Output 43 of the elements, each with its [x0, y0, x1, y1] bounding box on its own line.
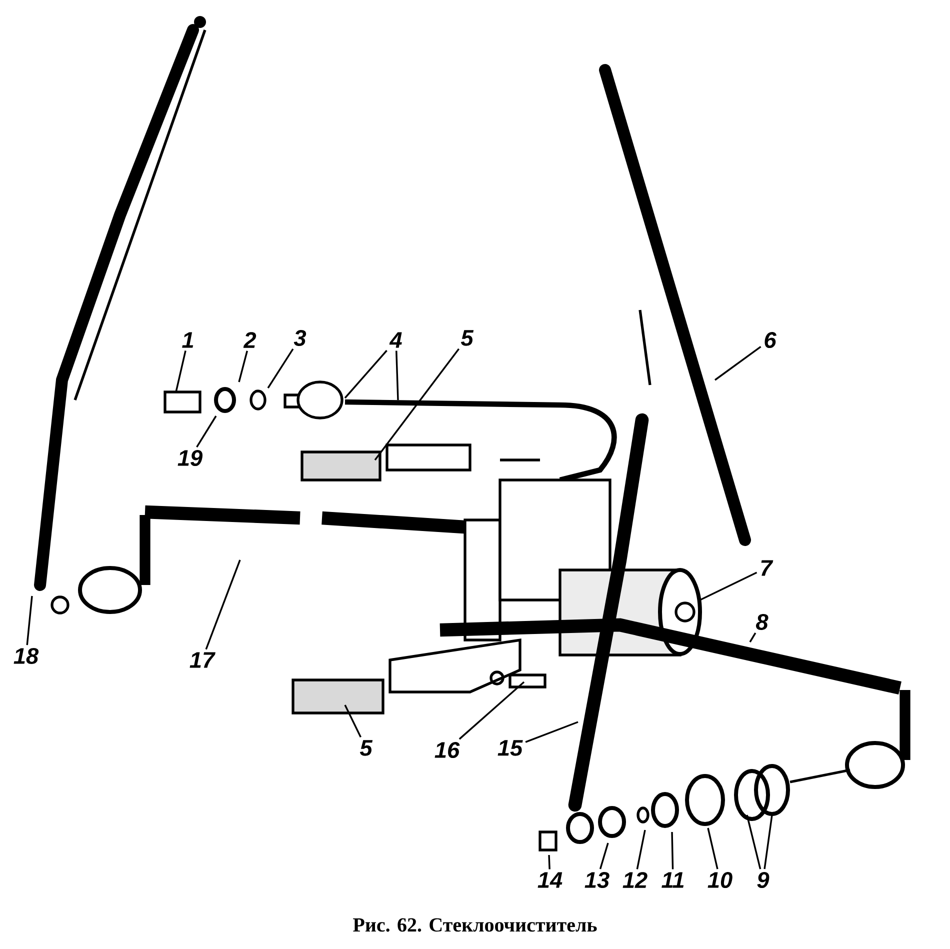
leader-line — [599, 842, 609, 870]
leader-line — [749, 632, 756, 642]
callout-number: 1 — [182, 332, 194, 348]
callout-number: 2 — [243, 332, 256, 348]
callout-number: 15 — [498, 740, 523, 756]
callout-number: 14 — [538, 872, 562, 888]
leader-line — [196, 416, 217, 448]
leader-line — [707, 828, 718, 870]
leader-line — [458, 681, 525, 740]
callout-number: 5 — [460, 330, 474, 346]
callout-number: 5 — [360, 740, 373, 756]
caption: Рис. 62. Стеклоочиститель — [353, 918, 597, 932]
callout-number: 8 — [756, 614, 768, 630]
callout-number: 3 — [294, 330, 306, 346]
leader-line — [700, 572, 758, 601]
callout-number: 12 — [622, 872, 648, 888]
leader-line — [746, 814, 762, 870]
leader-line — [396, 350, 399, 400]
leader-line — [671, 832, 674, 870]
callout-number: 6 — [764, 332, 776, 348]
callout-number: 16 — [434, 742, 460, 758]
leader-line — [525, 721, 578, 743]
leader-line — [205, 560, 241, 650]
leader-line — [636, 830, 646, 870]
leader-line — [374, 348, 460, 461]
callout-number: 10 — [708, 872, 732, 888]
leader-line — [344, 350, 388, 399]
callout-number: 9 — [757, 872, 770, 888]
leader-line — [764, 814, 773, 870]
callout-number: 7 — [761, 560, 774, 576]
leader-line — [175, 350, 186, 392]
leader-line — [548, 854, 550, 870]
callout-number: 18 — [14, 648, 39, 664]
leader-line — [344, 704, 362, 738]
callout-number: 13 — [584, 872, 610, 888]
callout-number: 19 — [178, 450, 202, 466]
leader-line — [267, 348, 294, 388]
callout-number: 17 — [190, 652, 216, 668]
leader-line — [714, 346, 762, 381]
callout-number: 11 — [662, 872, 684, 888]
leader-line — [26, 596, 33, 646]
leader-line — [238, 350, 248, 382]
callout-number: 4 — [389, 332, 402, 348]
